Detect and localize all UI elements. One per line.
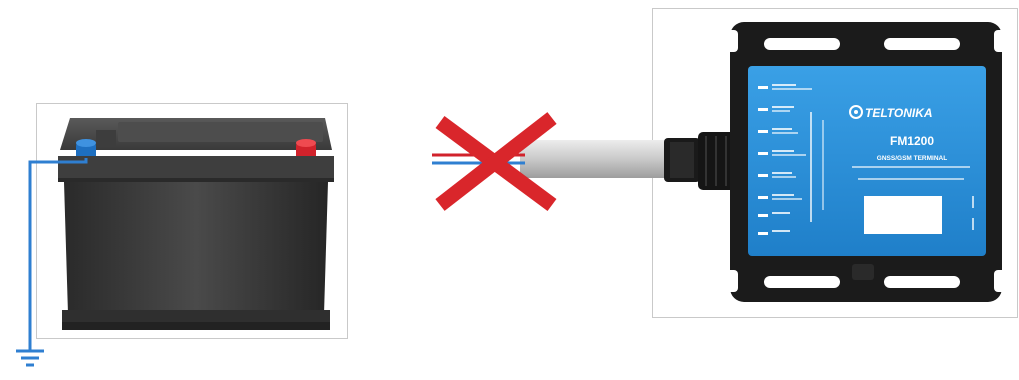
ground-symbol-icon xyxy=(16,351,44,365)
mount-slot xyxy=(884,38,960,50)
mount-slot xyxy=(884,276,960,288)
battery-ledge xyxy=(58,156,334,180)
cable-sheath xyxy=(520,140,670,178)
brand-name: TELTONIKA xyxy=(865,106,933,120)
device-subtitle: GNSS/GSM TERMINAL xyxy=(877,155,947,162)
fm1200-device: TELTONIKA FM1200 GNSS/GSM TERMINAL xyxy=(722,22,1010,302)
battery-body xyxy=(64,182,328,314)
cable-gland xyxy=(664,132,736,190)
mount-slot xyxy=(764,276,840,288)
fine-print xyxy=(858,178,964,180)
battery-lid-panel xyxy=(118,122,323,142)
mount-slot xyxy=(764,38,840,50)
fine-print xyxy=(852,166,970,168)
serial-sticker xyxy=(864,196,942,234)
car-battery xyxy=(58,118,334,330)
model-name: FM1200 xyxy=(890,134,934,148)
